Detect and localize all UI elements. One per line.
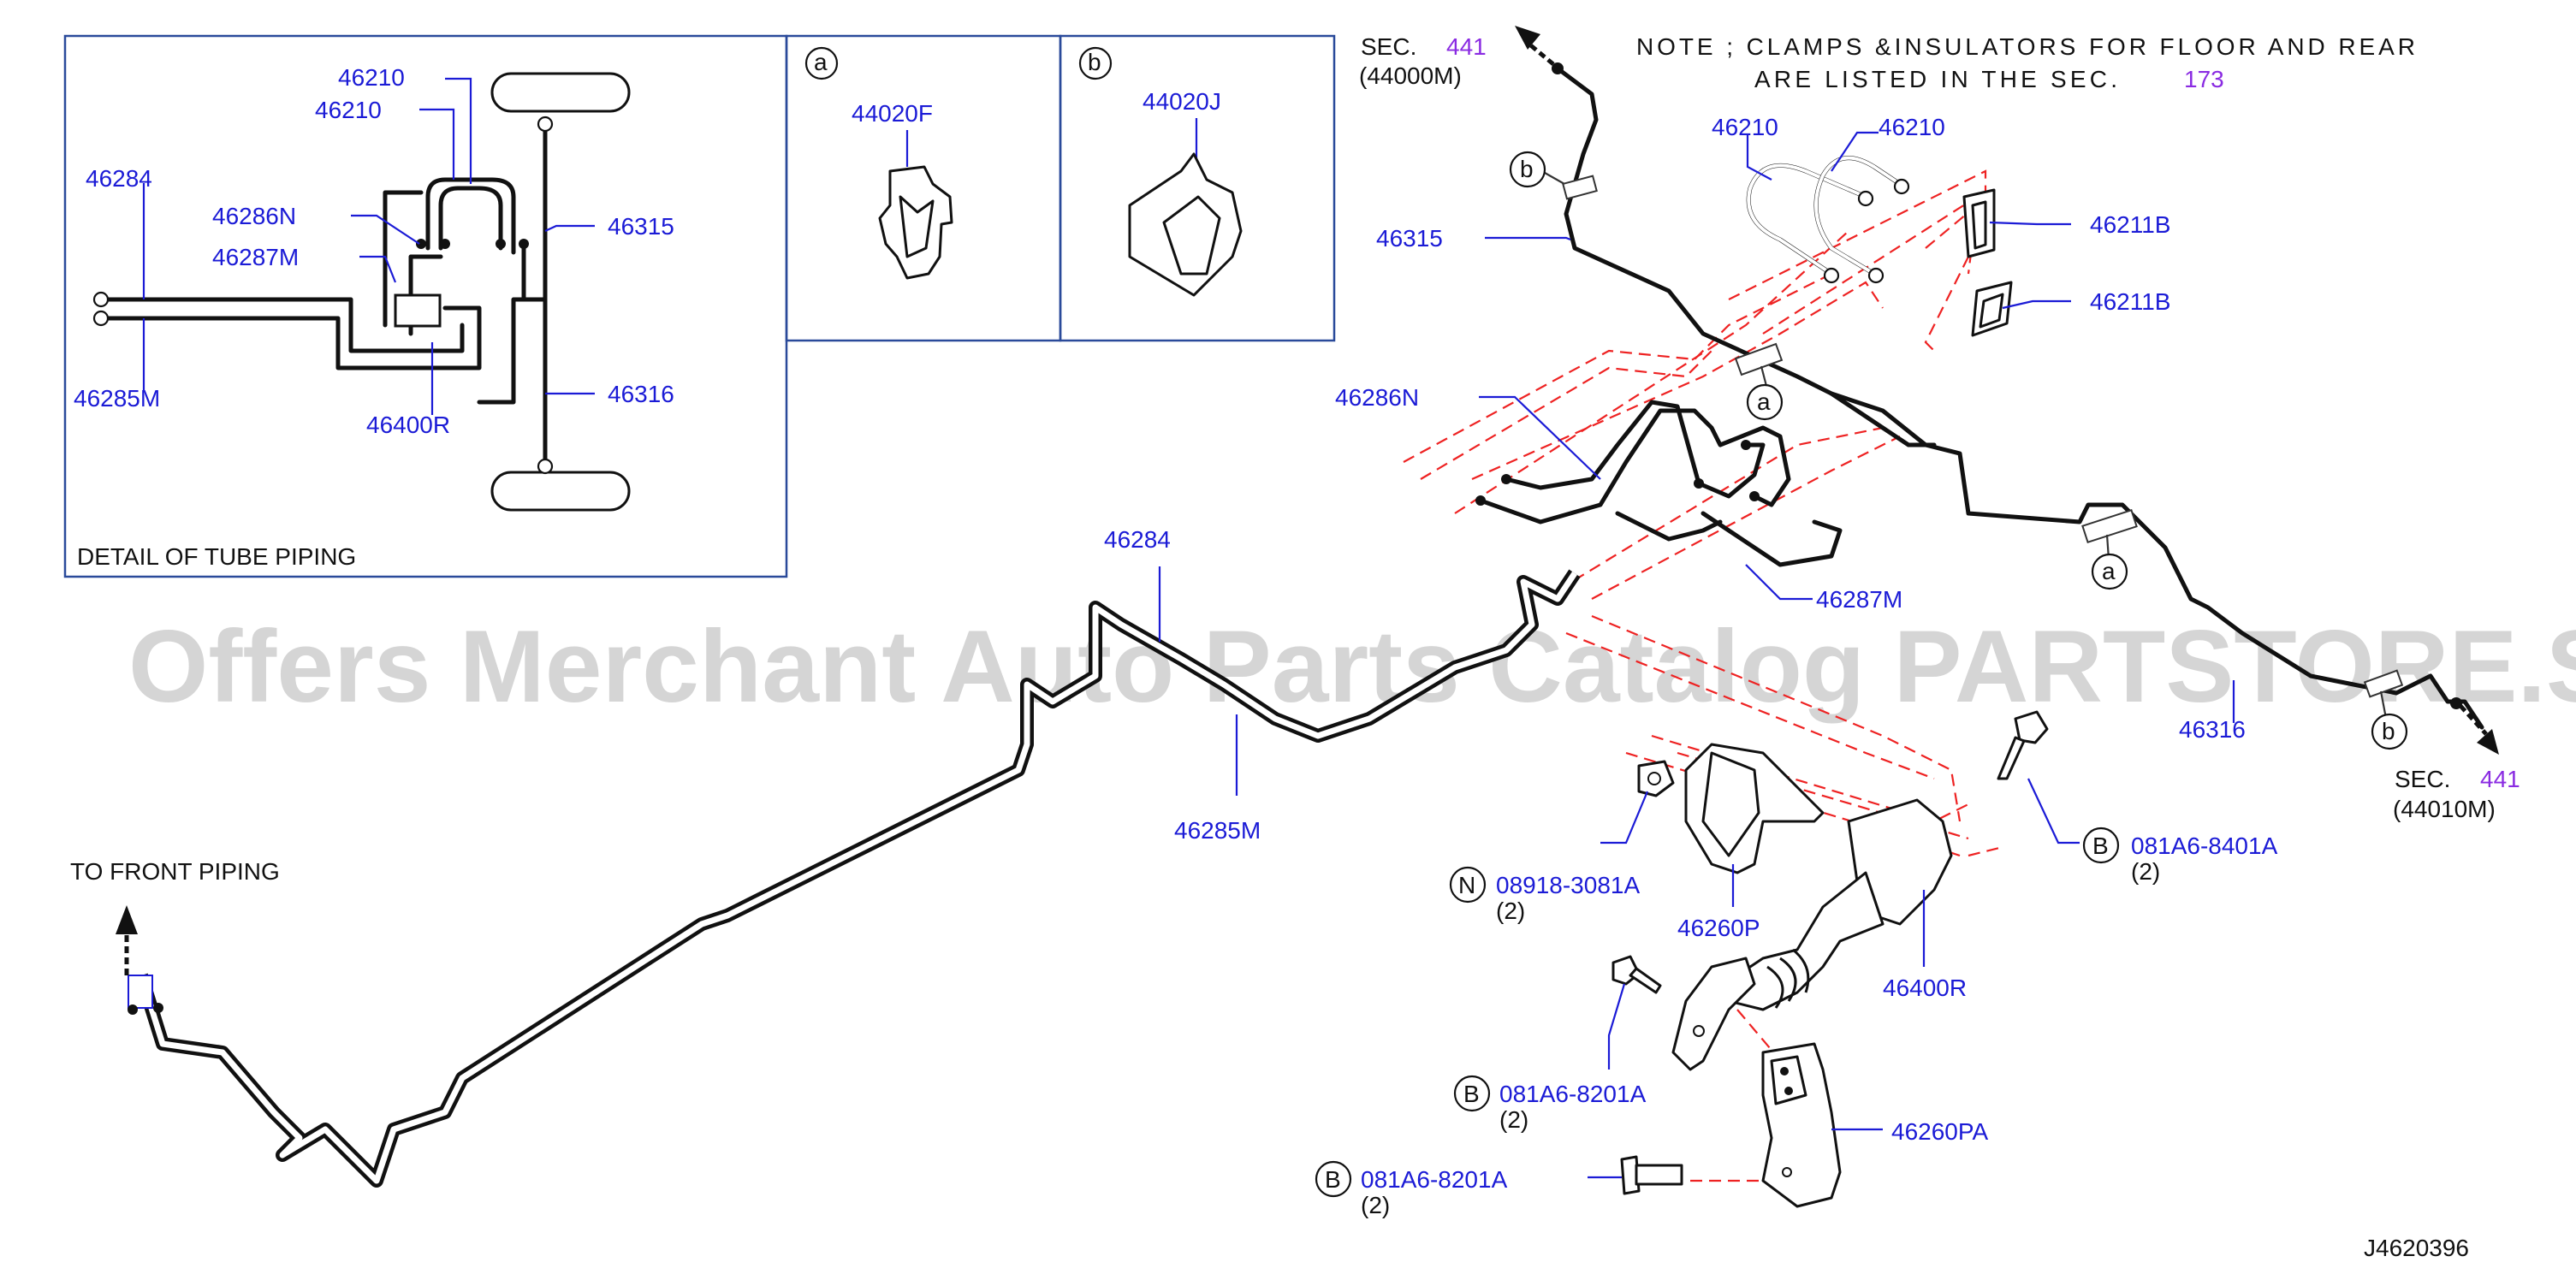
marker-b-text: b [1520,156,1534,182]
bracket-46260pa-icon [1761,1042,1842,1208]
sec-441-right-arrow-icon [2459,704,2499,755]
marker-a-text: a [2102,558,2116,584]
label-46287m: 46287M [1816,586,1902,613]
detail-label-46400r: 46400R [366,412,450,438]
marker-b-text: b [2382,718,2395,744]
fastener-qty: (2) [2131,858,2160,885]
bracket-46260p-icon [1684,743,1825,874]
detail-label-46210-a: 46210 [338,64,405,91]
callout-marker-b-top: b [1509,151,1546,188]
bolt-081a6-8401a-icon [1997,710,2049,780]
sec-top-code: (44000M) [1359,62,1462,89]
detail-label-46316: 46316 [608,381,674,407]
to-front-piping-label: TO FRONT PIPING [70,858,280,885]
label-46260p: 46260P [1677,915,1760,941]
callout-marker-a-1: a [1746,383,1784,421]
detail-rear-wheel-bottom [490,471,631,512]
fastener-marker: N [1458,872,1475,898]
label-46211b-a: 46211B [2090,211,2170,238]
fastener-08918-3081a: N 08918-3081A (2) [1449,866,1640,924]
sec-top-prefix: SEC. [1361,33,1416,60]
clip-b-part-number: 44020J [1143,88,1221,115]
fastener-marker: B [2092,833,2109,859]
sec-right-code: (44010M) [2393,796,2496,822]
valve-46400r-icon [1671,798,1953,1071]
clip-b-box [1059,34,1336,342]
clip-44020j-icon [1128,152,1243,297]
clip-44020f-icon [878,165,953,280]
label-46316: 46316 [2179,716,2246,743]
callout-marker-b-right: b [2371,713,2408,750]
sec-top-number: 441 [1446,33,1487,60]
sec-right-number: 441 [2480,766,2520,792]
marker-a-text: a [1757,388,1771,415]
callout-marker-a-2: a [2091,553,2128,590]
fastener-081a6-8401a: B 081A6-8401A (2) [2082,827,2278,885]
detail-label-46210-b: 46210 [315,97,382,123]
fastener-081a6-8201a-mid: B 081A6-8201A (2) [1453,1075,1647,1133]
fastener-qty: (2) [1496,898,1525,924]
tube-46210-assembly [1746,156,1910,284]
detail-leaders [142,77,595,415]
clip-b-marker: b [1088,49,1101,75]
main-leaders [1158,131,2235,1179]
detail-label-46286n: 46286N [212,203,296,229]
clip-46211b-lower-icon [1971,281,2013,337]
fastener-qty: (2) [1499,1106,1528,1133]
tube-46284-46285m [128,569,1581,1188]
note-sec-number: 173 [2184,66,2224,92]
fastener-081a6-8201a-bottom: B 081A6-8201A (2) [1315,1160,1508,1218]
bolt-081a6-8201a-mid-icon [1611,955,1662,994]
clip-a-marker: a [814,49,828,75]
bolt-081a6-8201a-bottom-icon [1620,1155,1683,1195]
nut-08918-3081a-icon [1637,760,1675,797]
detail-caption: DETAIL OF TUBE PIPING [77,543,356,570]
fastener-marker: B [1325,1166,1341,1193]
watermark: Offers Merchant Auto Parts Catalog PARTS… [128,609,2576,724]
tube-46315-46316 [1552,62,2484,730]
label-46315: 46315 [1376,225,1443,252]
detail-label-46285m: 46285M [74,385,160,412]
label-46211b-b: 46211B [2090,288,2170,315]
fastener-part-number: 081A6-8401A [2131,833,2278,859]
fastener-part-number: 08918-3081A [1496,872,1640,898]
tube-46286n-46287m [1475,400,1843,567]
fastener-part-number: 081A6-8201A [1499,1081,1647,1107]
detail-tube-piping [92,116,554,475]
fastener-qty: (2) [1361,1192,1390,1218]
note-line2: ARE LISTED IN THE SEC. [1754,66,2117,92]
label-46285m: 46285M [1174,817,1261,844]
label-46400r: 46400R [1883,975,1967,1001]
sec-441-top-arrow-icon [1515,26,1555,66]
clip-a-marker-circle [804,46,839,80]
detail-label-46287m: 46287M [212,244,299,270]
fastener-marker: B [1463,1081,1480,1107]
note-line1: NOTE ; CLAMPS &INSULATORS FOR FLOOR AND … [1636,33,2415,60]
clip-b-marker-circle [1078,46,1113,80]
detail-rear-wheel-top [490,72,631,113]
sec-right-prefix: SEC. [2395,766,2450,792]
fastener-part-number: 081A6-8201A [1361,1166,1508,1193]
label-46284: 46284 [1104,526,1171,553]
clip-a-part-number: 44020F [852,100,933,127]
label-46210-a: 46210 [1712,114,1778,140]
label-46260pa: 46260PA [1891,1118,1988,1145]
label-46286n: 46286N [1335,384,1419,411]
clip-46211b-upper-icon [1962,188,1996,258]
detail-label-46315: 46315 [608,213,674,240]
diagram-id: J4620396 [2364,1235,2469,1261]
label-46210-b: 46210 [1879,114,1945,140]
to-front-arrow-icon [116,905,138,975]
detail-label-46284: 46284 [86,165,152,192]
